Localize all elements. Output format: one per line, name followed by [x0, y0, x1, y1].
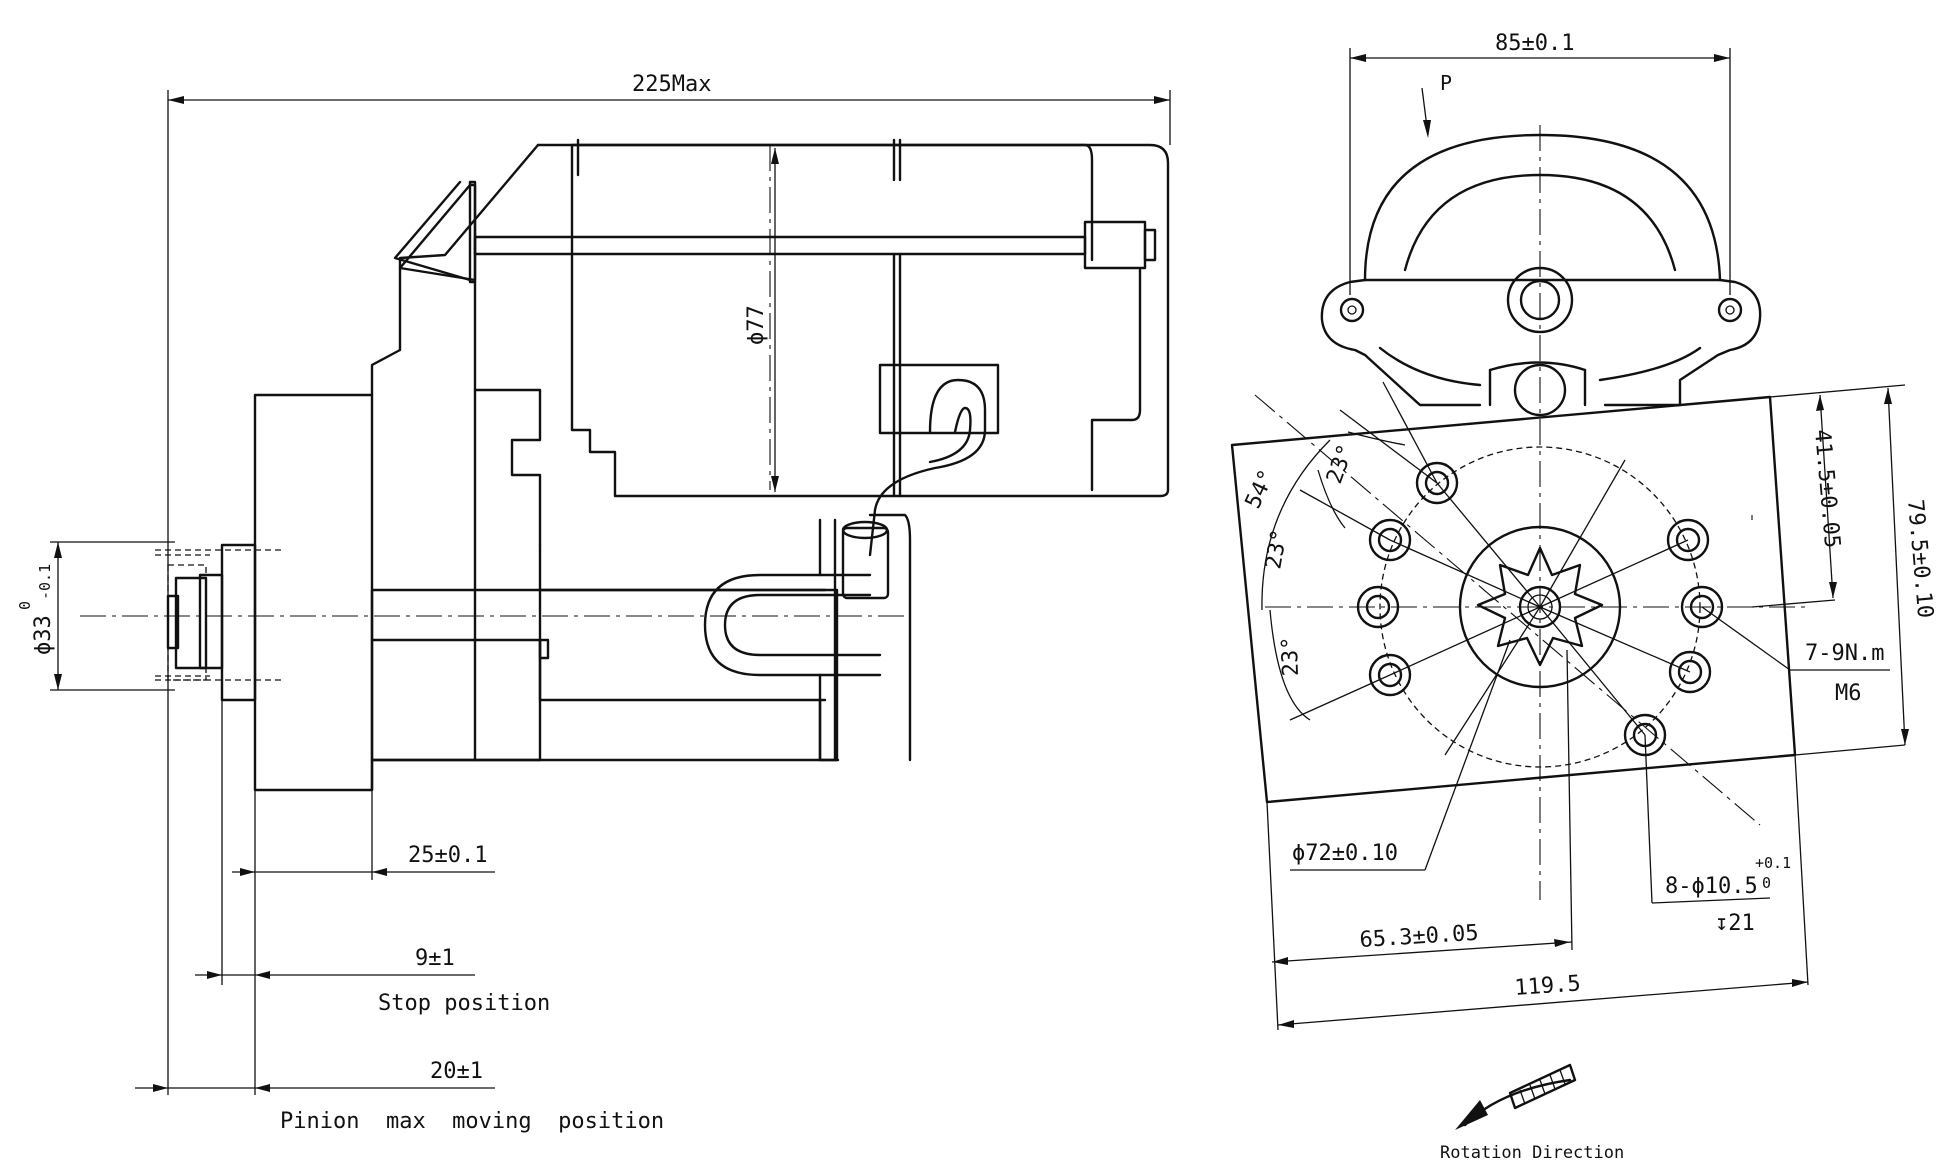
terminal-cable	[868, 378, 987, 557]
torque-label: 7-9N.m	[1805, 641, 1884, 666]
mounting-ear	[1320, 278, 1762, 407]
motor-housing-inner	[570, 143, 1142, 492]
motor-housing	[536, 143, 1170, 498]
total-height-dim: 79.5±0.10	[1902, 498, 1937, 619]
rotation-direction-label: Rotation Direction	[1440, 1143, 1624, 1163]
thread-label: M6	[1835, 681, 1862, 706]
bolt-nut	[1083, 220, 1147, 270]
view-arrow-p: P	[1440, 71, 1452, 95]
pinion-diameter-dim: ϕ33	[31, 615, 56, 655]
angle-label-23-top: 23°	[1322, 441, 1359, 487]
angle-label-23-low: 23°	[1278, 636, 1304, 677]
mounting-holes	[1356, 461, 1724, 757]
hole-spec-label: 8-ϕ10.5	[1665, 874, 1758, 899]
nose-housing	[253, 143, 542, 792]
overall-length-dim: 225Max	[632, 72, 711, 97]
pilot-diameter-dim: ϕ72±0.10	[1292, 841, 1398, 866]
stop-position-label: Stop position	[378, 991, 550, 1016]
mounting-hole	[1368, 518, 1412, 562]
body-diameter-dim: ϕ77	[744, 305, 769, 345]
hole-tol-upper: +0.1	[1755, 854, 1791, 872]
top-width-dim: 85±0.1	[1495, 31, 1574, 56]
mounting-hole	[1680, 585, 1724, 629]
pinion-offset-dim: 65.3±0.05	[1359, 921, 1480, 953]
half-height-dim: 41.5±0.05	[1809, 428, 1844, 549]
hole-depth-label: ↧21	[1715, 911, 1755, 936]
solenoid-loop	[703, 573, 882, 677]
mounting-hole	[1415, 461, 1459, 505]
pinion-travel-dim: 20±1	[430, 1059, 483, 1084]
pinion-flange	[220, 543, 257, 702]
rotation-arrow-icon	[1455, 1063, 1577, 1130]
mounting-hole	[1368, 653, 1412, 697]
hole-tol-lower: 0	[1762, 874, 1771, 892]
angle-label-23-mid: 23°	[1261, 528, 1293, 571]
angle-label-54: 54°	[1241, 466, 1280, 513]
pinion-travel-label: Pinion max moving position	[280, 1109, 664, 1134]
side-view: 225Max ϕ77 ϕ33 0 -0.1 25±0.1 9±1 Stop po…	[16, 72, 1171, 1134]
mounting-hole	[1666, 518, 1710, 562]
solenoid-terminal	[878, 363, 1000, 435]
mounting-hole	[1668, 650, 1712, 694]
motor-end-arc	[1363, 133, 1722, 282]
pinion-tol-lower: -0.1	[36, 564, 54, 600]
flange-offset-dim: 25±0.1	[408, 843, 487, 868]
ear-hole-right	[1717, 297, 1743, 323]
end-view: 23° 54° 23° 23° P 85±0.1 41.5±0.05 79.5±…	[1230, 31, 1937, 1163]
mounting-hole	[1623, 713, 1667, 757]
pinion-tol-upper: 0	[16, 601, 34, 610]
ear-hole-left	[1339, 297, 1365, 323]
overall-width-dim: 119.5	[1514, 971, 1582, 1001]
stop-dim: 9±1	[415, 946, 455, 971]
through-bolt	[473, 235, 1087, 256]
